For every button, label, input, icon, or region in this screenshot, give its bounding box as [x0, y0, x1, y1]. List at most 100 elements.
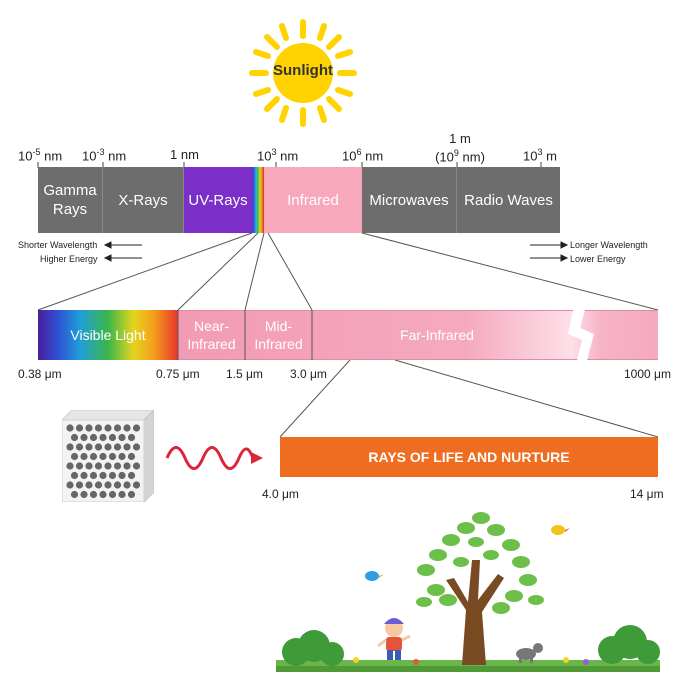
ceramic-dot — [80, 452, 88, 461]
ceramic-dot — [66, 424, 74, 432]
ceramic-dot — [132, 424, 141, 432]
band-gamma-rays: Gamma Rays — [38, 167, 103, 233]
sub-band-dividers — [177, 310, 313, 360]
ceramic-dot — [118, 433, 126, 442]
scale-label-1m: 1 m (109 nm) — [435, 131, 485, 165]
sub-label-visible-light: Visible Light — [70, 327, 146, 343]
ceramic-dot — [123, 462, 131, 470]
ceramic-dot — [123, 424, 131, 432]
ceramic-dot — [123, 443, 131, 451]
scale-label-1e-3nm: 10-3 nm — [82, 147, 127, 164]
ceramic-dot — [89, 490, 98, 499]
ceramic-dot — [80, 471, 88, 480]
note-higher-energy: Higher Energy — [40, 254, 98, 264]
ceramic-dot — [132, 462, 141, 470]
ceramic-dot — [108, 433, 117, 442]
ceramic-block-icon — [62, 410, 154, 502]
zoom-lines-top — [37, 232, 659, 311]
note-longer-wavelength: Longer Wavelength — [570, 240, 648, 250]
scale-label-1e6nm: 106 nm — [342, 147, 384, 164]
ceramic-dot — [132, 481, 141, 489]
wave-arrow-icon — [165, 446, 263, 470]
ceramic-dot — [70, 471, 79, 480]
zoom-lines-bottom — [279, 360, 659, 438]
band-visible-strip — [252, 167, 264, 233]
tick-0-75um: 0.75 μm — [156, 367, 200, 381]
note-lower-energy: Lower Energy — [570, 254, 626, 264]
ceramic-dot — [80, 490, 88, 499]
tick-14um: 14 μm — [630, 487, 664, 501]
ceramic-dot — [94, 424, 103, 432]
ceramic-dot — [108, 490, 117, 499]
ceramic-dot — [104, 481, 112, 489]
scale-label-1e3nm: 103 nm — [257, 147, 299, 164]
ceramic-dot — [132, 443, 141, 451]
sun-icon — [249, 19, 357, 127]
ceramic-dot — [123, 481, 131, 489]
band-infrared: Infrared — [264, 167, 362, 233]
ceramic-dot — [85, 424, 93, 432]
ceramic-dot — [108, 471, 117, 480]
ceramic-dot — [75, 462, 84, 470]
ceramic-dot — [118, 471, 126, 480]
ceramic-dot — [118, 452, 126, 461]
scale-label-1e3m: 103 m — [523, 147, 557, 164]
ceramic-dot — [94, 443, 103, 451]
ceramic-dot — [66, 462, 74, 470]
ceramic-dot — [99, 471, 107, 480]
ceramic-dot — [113, 481, 122, 489]
band-uv-rays: UV-Rays — [184, 167, 252, 233]
ceramic-dot — [94, 481, 103, 489]
ceramic-dot — [113, 443, 122, 451]
ceramic-dot — [70, 452, 79, 461]
ceramic-dot — [89, 433, 98, 442]
ceramic-dot — [104, 424, 112, 432]
tick-4-0um: 4.0 μm — [262, 487, 299, 501]
ceramic-dot — [70, 490, 79, 499]
ceramic-dot — [127, 433, 136, 442]
ceramic-dot — [99, 433, 107, 442]
tick-3-0um: 3.0 μm — [290, 367, 327, 381]
ceramic-dot — [89, 471, 98, 480]
scale-label-1e-5nm: 10-5 nm — [18, 147, 63, 164]
ceramic-dot — [127, 452, 136, 461]
ceramic-dot — [99, 452, 107, 461]
ceramic-dot — [113, 462, 122, 470]
band-x-rays: X-Rays — [103, 167, 184, 233]
sub-band-visible — [38, 310, 178, 360]
ceramic-dot — [118, 490, 126, 499]
ceramic-dot — [85, 481, 93, 489]
ceramic-dot — [94, 462, 103, 470]
band-radio-waves: Radio Waves — [457, 167, 560, 233]
ceramic-dot — [85, 462, 93, 470]
sub-label-near-infrared: Near-Infrared — [187, 318, 236, 352]
ceramic-dot — [66, 481, 74, 489]
ceramic-dot — [66, 443, 74, 451]
rays-of-life-bar: RAYS OF LIFE AND NURTURE — [280, 437, 658, 477]
ceramic-dot — [108, 452, 117, 461]
ceramic-dot — [104, 443, 112, 451]
ceramic-dot — [75, 481, 84, 489]
ceramic-dot — [75, 443, 84, 451]
tick-1-5um: 1.5 μm — [226, 367, 263, 381]
sun-label: Sunlight — [273, 62, 333, 79]
tick-1000um: 1000 μm — [624, 367, 671, 381]
ceramic-dot — [99, 490, 107, 499]
scale-label-1nm: 1 nm — [170, 147, 199, 162]
ceramic-dot — [85, 443, 93, 451]
ceramic-dot — [104, 462, 112, 470]
note-shorter-wavelength: Shorter Wavelength — [18, 240, 98, 250]
ceramic-dot — [75, 424, 84, 432]
ceramic-dot — [70, 433, 79, 442]
nature-scene-illustration — [276, 512, 660, 672]
band-microwaves: Microwaves — [362, 167, 457, 233]
direction-arrows — [103, 241, 569, 262]
break-mark-icon — [568, 306, 594, 364]
ceramic-dot — [127, 490, 136, 499]
ceramic-dot — [127, 471, 136, 480]
ceramic-dot — [80, 433, 88, 442]
ceramic-dot — [89, 452, 98, 461]
ceramic-dot — [113, 424, 122, 432]
sub-label-mid-infrared: Mid-Infrared — [254, 318, 303, 352]
tick-0-38um: 0.38 μm — [18, 367, 62, 381]
